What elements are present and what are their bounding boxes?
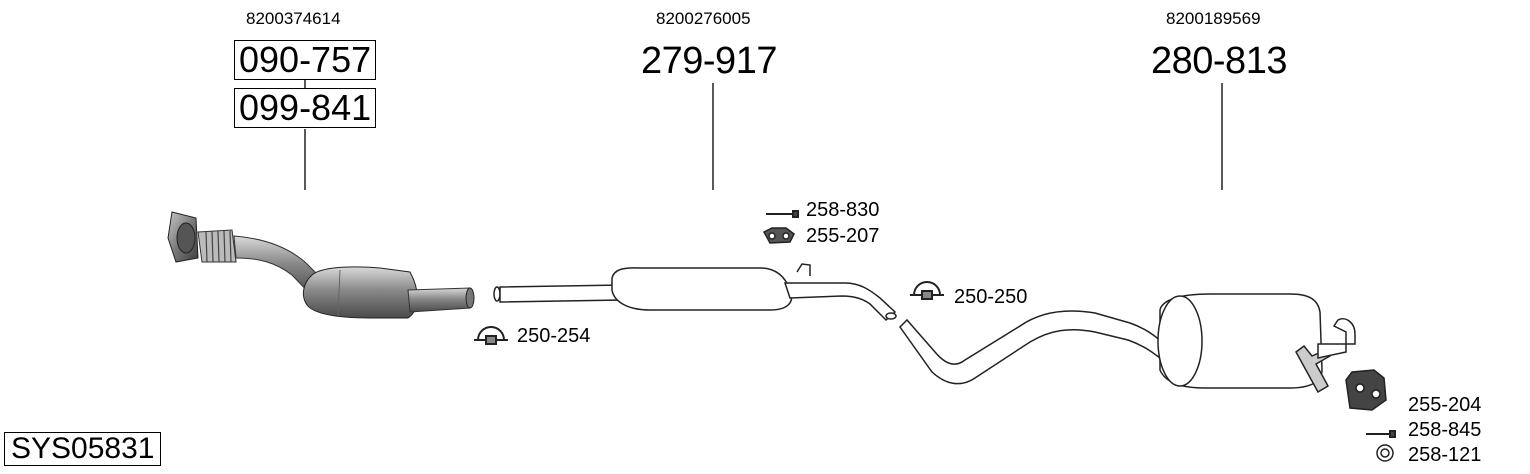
middle-oe-number: 8200276005 bbox=[656, 9, 751, 28]
ring-rear-icon bbox=[1376, 444, 1394, 462]
clamp-mid-label: 250-250 bbox=[954, 286, 1028, 308]
bolt-mid-label: 258-830 bbox=[806, 199, 880, 221]
rubber-mount-mid-label: 255-207 bbox=[806, 225, 880, 247]
clamp-front-icon bbox=[474, 326, 508, 345]
bolt-rear-icon bbox=[1366, 430, 1396, 438]
rubber-mount-rear-icon bbox=[1345, 369, 1387, 411]
clamp-mid-icon bbox=[910, 281, 944, 300]
rear-silencer-pipe bbox=[899, 293, 1356, 394]
rear-oe-number: 8200189569 bbox=[1166, 9, 1261, 28]
rubber-mount-mid-icon bbox=[762, 227, 795, 244]
rubber-mount-rear-label: 255-204 bbox=[1408, 394, 1482, 416]
front-secondary-part-box: 099-841 bbox=[234, 88, 377, 128]
clamp-front-label: 250-254 bbox=[517, 325, 591, 347]
middle-part-number: 279-917 bbox=[641, 40, 777, 82]
middle-muffler-pipe bbox=[493, 263, 897, 322]
bolt-mid-icon bbox=[766, 210, 799, 218]
front-oe-number: 8200374614 bbox=[246, 9, 341, 28]
front-primary-part-box: 090-757 bbox=[234, 40, 377, 80]
bolt-rear-label: 258-845 bbox=[1408, 419, 1482, 441]
ring-rear-label: 258-121 bbox=[1408, 444, 1482, 466]
front-catalyst-pipe bbox=[167, 211, 475, 319]
rear-part-number: 280-813 bbox=[1151, 40, 1287, 82]
system-code-box: SYS05831 bbox=[4, 432, 162, 466]
